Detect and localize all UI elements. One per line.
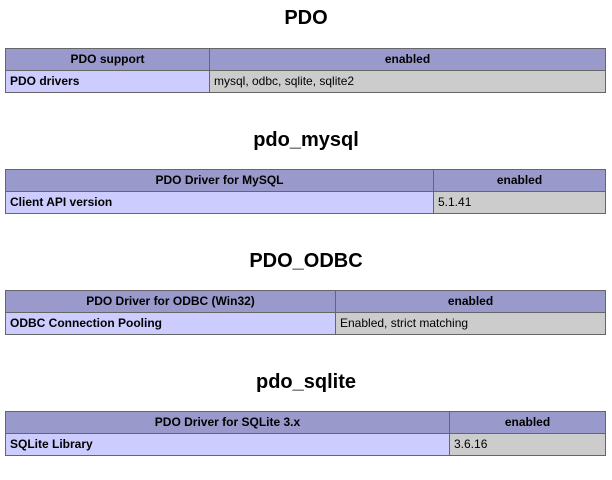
- row-value: 3.6.16: [449, 433, 606, 456]
- row-label: ODBC Connection Pooling: [5, 312, 336, 335]
- row-label: Client API version: [5, 191, 434, 214]
- row-value: Enabled, strict matching: [335, 312, 606, 335]
- table-header-row: PDO support enabled: [5, 48, 606, 71]
- table-header-row: PDO Driver for MySQL enabled: [5, 169, 606, 192]
- row-label: PDO drivers: [5, 70, 210, 93]
- row-value: 5.1.41: [433, 191, 606, 214]
- pdo-info-table: PDO support enabled PDO drivers mysql, o…: [5, 48, 606, 93]
- table-header-cell: PDO Driver for ODBC (Win32): [5, 290, 336, 313]
- table-row: Client API version 5.1.41: [5, 191, 606, 214]
- table-header-row: PDO Driver for ODBC (Win32) enabled: [5, 290, 606, 313]
- table-header-cell: PDO Driver for SQLite 3.x: [5, 411, 450, 434]
- pdo-mysql-info-table: PDO Driver for MySQL enabled Client API …: [5, 169, 606, 214]
- table-header-cell: enabled: [335, 290, 606, 313]
- section-title-pdo-mysql: pdo_mysql: [253, 129, 359, 151]
- table-header-cell: PDO support: [5, 48, 210, 71]
- section-title-pdo: PDO: [284, 7, 328, 29]
- table-header-row: PDO Driver for SQLite 3.x enabled: [5, 411, 606, 434]
- row-value: mysql, odbc, sqlite, sqlite2: [209, 70, 606, 93]
- row-label: SQLite Library: [5, 433, 450, 456]
- table-row: PDO drivers mysql, odbc, sqlite, sqlite2: [5, 70, 606, 93]
- table-header-cell: enabled: [433, 169, 606, 192]
- pdo-sqlite-info-table: PDO Driver for SQLite 3.x enabled SQLite…: [5, 411, 606, 456]
- table-row: ODBC Connection Pooling Enabled, strict …: [5, 312, 606, 335]
- table-header-cell: enabled: [209, 48, 606, 71]
- table-header-cell: enabled: [449, 411, 606, 434]
- section-title-pdo-sqlite: pdo_sqlite: [255, 371, 356, 393]
- section-title-pdo-odbc: PDO_ODBC: [249, 250, 363, 272]
- table-header-cell: PDO Driver for MySQL: [5, 169, 434, 192]
- pdo-odbc-info-table: PDO Driver for ODBC (Win32) enabled ODBC…: [5, 290, 606, 335]
- table-row: SQLite Library 3.6.16: [5, 433, 606, 456]
